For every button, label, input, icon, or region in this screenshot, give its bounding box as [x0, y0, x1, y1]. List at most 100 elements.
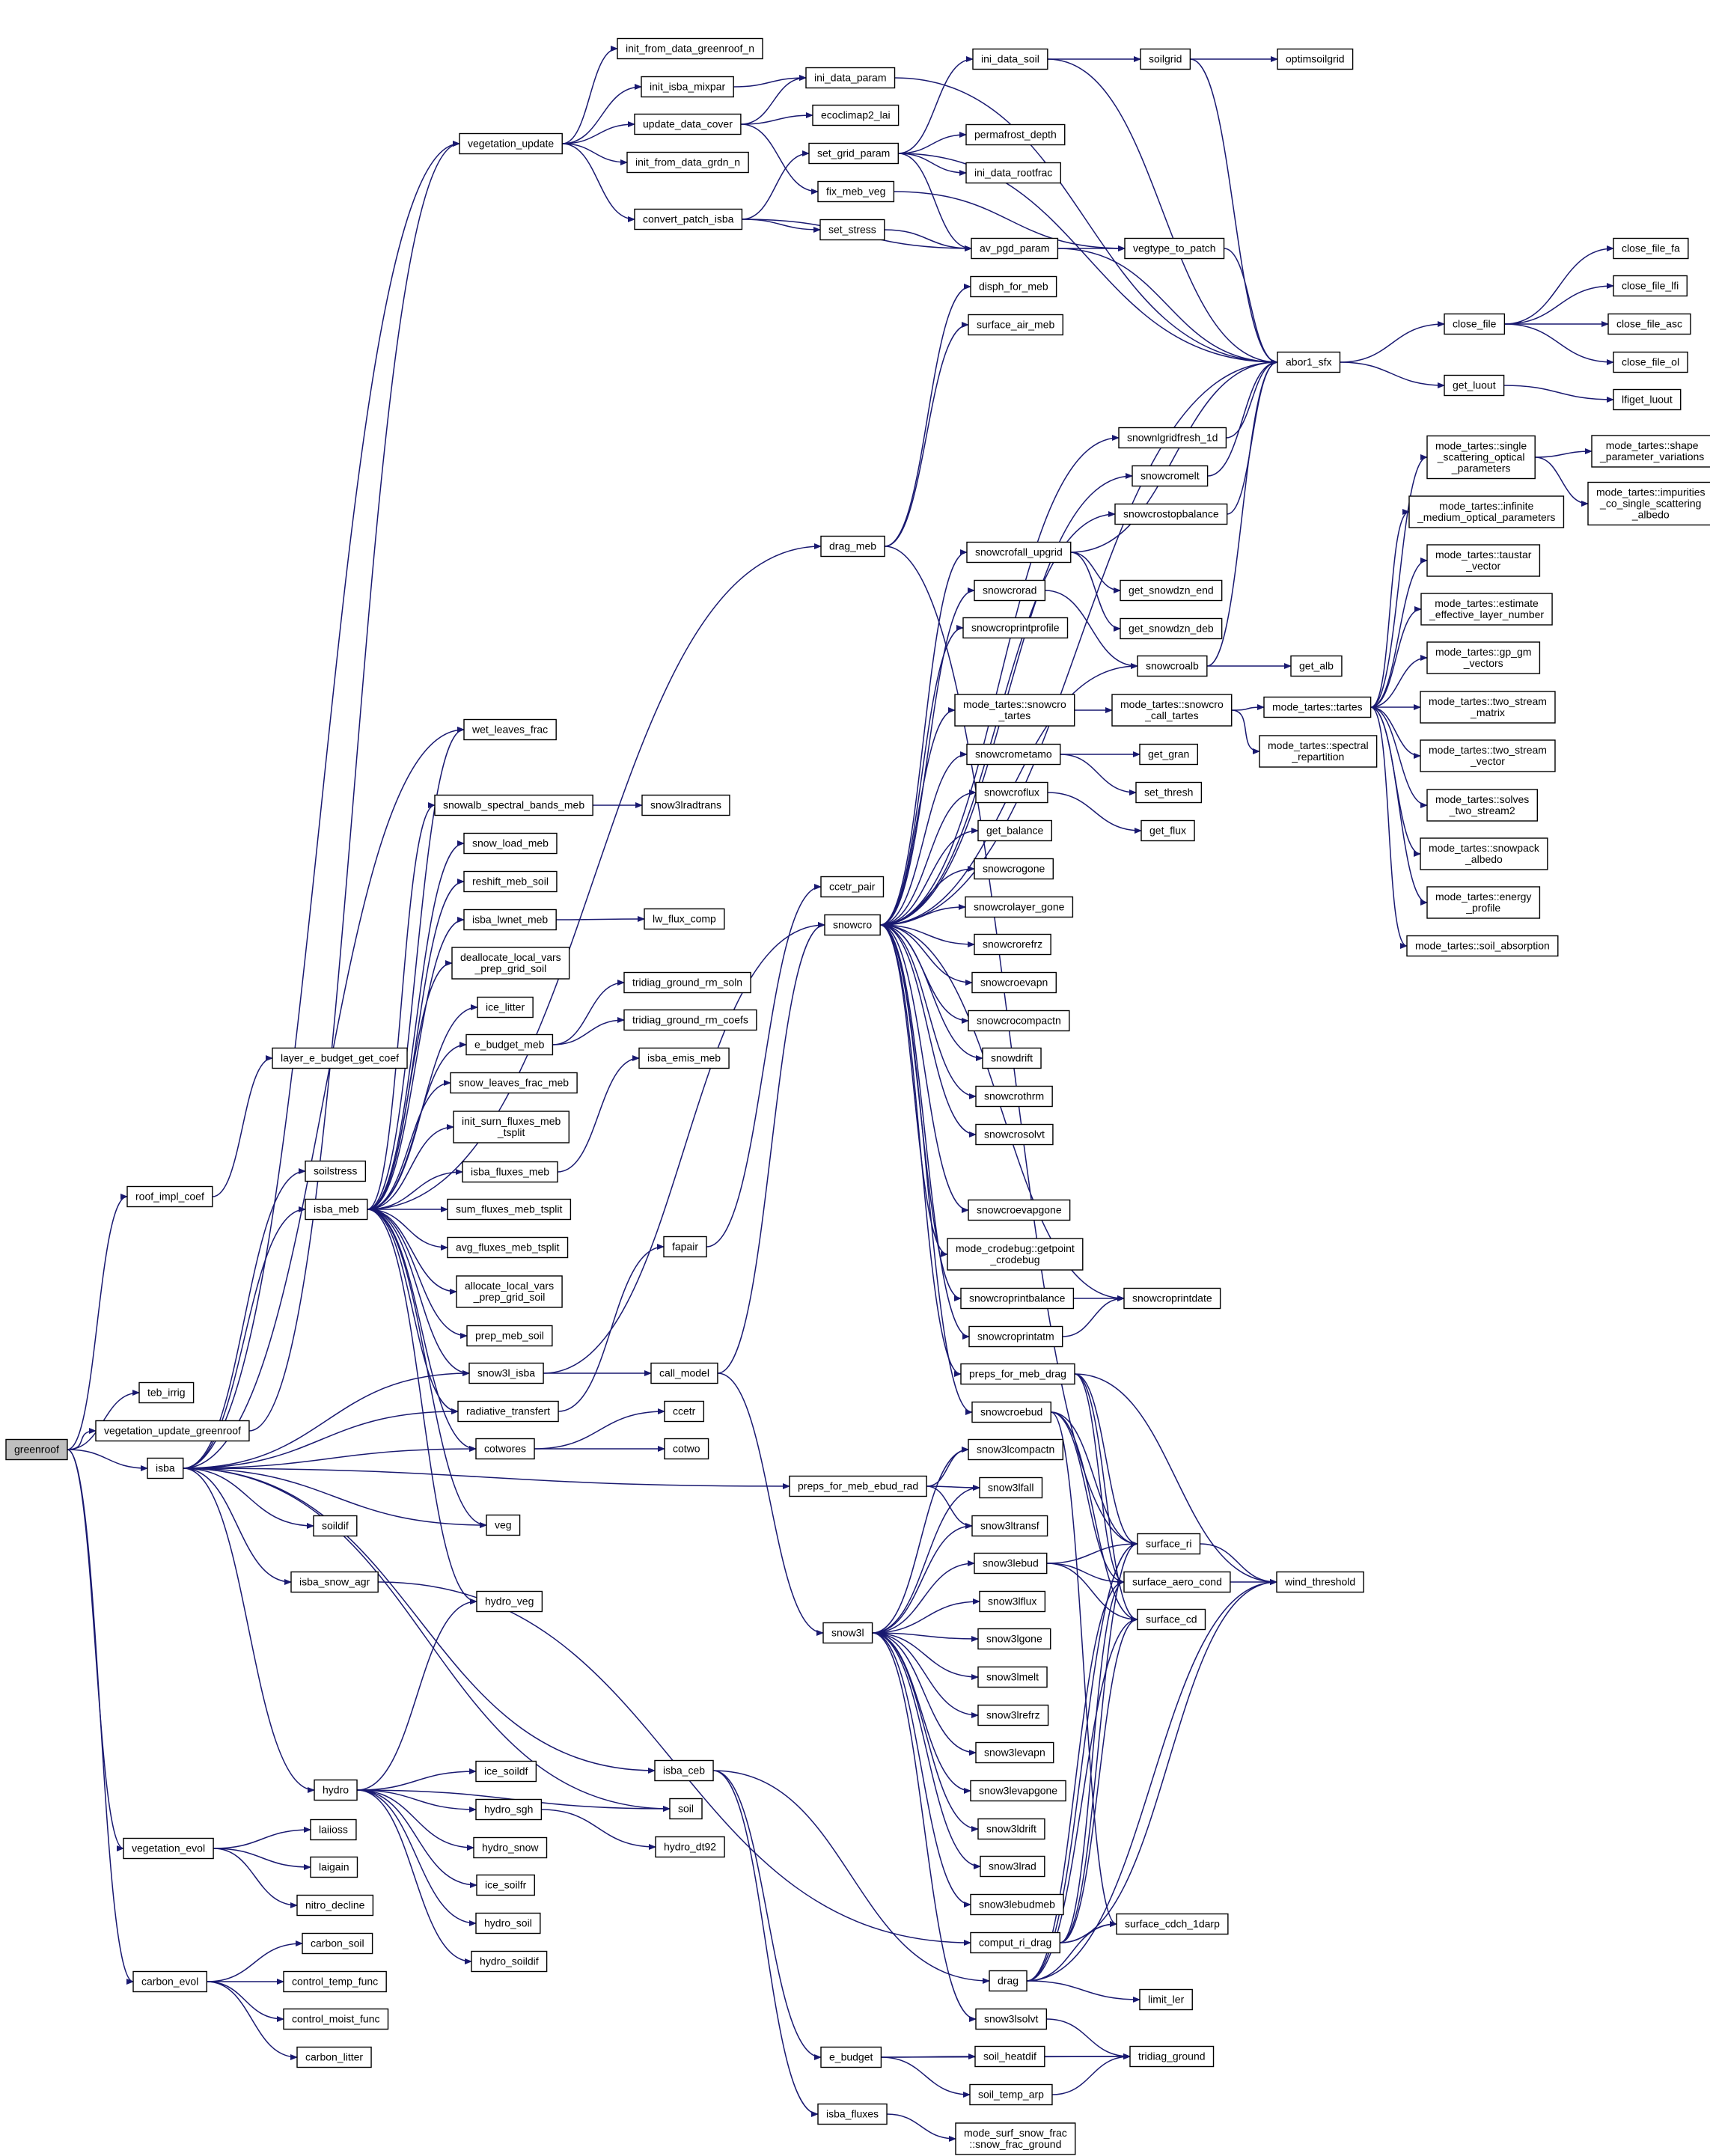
- node-snowcrolayer-gone[interactable]: snowcrolayer_gone: [965, 896, 1074, 918]
- node-set-stress[interactable]: set_stress: [819, 219, 885, 241]
- node-soil[interactable]: soil: [669, 1798, 703, 1820]
- node-e-budget-meb[interactable]: e_budget_meb: [465, 1033, 554, 1056]
- node-layer-e-budget-get-coef[interactable]: layer_e_budget_get_coef: [272, 1047, 408, 1069]
- node-tridiag-ground-rm-soln[interactable]: tridiag_ground_rm_soln: [623, 971, 751, 994]
- node-surface-air-meb[interactable]: surface_air_meb: [968, 314, 1063, 336]
- node-snow3lradtrans[interactable]: snow3lradtrans: [641, 794, 730, 816]
- node-hydro-dt92[interactable]: hydro_dt92: [655, 1836, 725, 1858]
- node-get-snowdzn-end[interactable]: get_snowdzn_end: [1120, 579, 1223, 602]
- node-roof-impl-coef[interactable]: roof_impl_coef: [126, 1185, 213, 1208]
- node-isba-meb[interactable]: isba_meb: [305, 1198, 368, 1221]
- node-e-budget[interactable]: e_budget: [820, 2046, 882, 2068]
- node-greenroof[interactable]: greenroof: [5, 1438, 68, 1461]
- node-call-model[interactable]: call_model: [650, 1362, 718, 1384]
- node-surface-cdch-1darp[interactable]: surface_cdch_1darp: [1116, 1913, 1229, 1935]
- node-close-file-asc[interactable]: close_file_asc: [1607, 313, 1691, 335]
- node-drag[interactable]: drag: [989, 1970, 1027, 1992]
- node-init-isba-mixpar[interactable]: init_isba_mixpar: [641, 76, 734, 98]
- node-vegtype-to-patch[interactable]: vegtype_to_patch: [1124, 237, 1225, 260]
- node-get-luout[interactable]: get_luout: [1444, 374, 1505, 397]
- node-init-from-data-greenroof-n[interactable]: init_from_data_greenroof_n: [617, 37, 763, 60]
- node-snowcroprintprofile[interactable]: snowcroprintprofile: [962, 617, 1069, 639]
- node-snow3lebud[interactable]: snow3lebud: [974, 1552, 1048, 1575]
- node-surface-ri[interactable]: surface_ri: [1137, 1533, 1201, 1555]
- node-mt-two-stream-vector[interactable]: mode_tartes::two_stream_vector: [1420, 739, 1556, 772]
- node-vegetation-evol[interactable]: vegetation_evol: [123, 1837, 214, 1860]
- node-limit-ler[interactable]: limit_ler: [1139, 1988, 1193, 2011]
- node-radiative-transfert[interactable]: radiative_transfert: [457, 1400, 559, 1423]
- node-mt-taustar-vector[interactable]: mode_tartes::taustar_vector: [1426, 544, 1541, 577]
- node-lw-flux-comp[interactable]: lw_flux_comp: [644, 908, 725, 930]
- node-ccetr-pair[interactable]: ccetr_pair: [820, 876, 885, 898]
- node-wet-leaves-frac[interactable]: wet_leaves_frac: [463, 718, 557, 741]
- node-isba-ceb[interactable]: isba_ceb: [654, 1759, 714, 1782]
- node-snowcroflux[interactable]: snowcroflux: [975, 781, 1048, 804]
- node-hydro-soildif[interactable]: hydro_soildif: [471, 1950, 548, 1973]
- node-mt-single-scattering[interactable]: mode_tartes::single_scattering_optical_p…: [1426, 435, 1536, 480]
- node-get-flux[interactable]: get_flux: [1140, 819, 1195, 842]
- node-snowcroprintatm[interactable]: snowcroprintatm: [968, 1325, 1063, 1348]
- node-get-balance[interactable]: get_balance: [977, 819, 1052, 842]
- node-snow3ldrift[interactable]: snow3ldrift: [977, 1818, 1045, 1840]
- node-mcd-getpoint[interactable]: mode_crodebug::getpoint_crodebug: [947, 1238, 1084, 1271]
- node-snowdrift[interactable]: snowdrift: [982, 1047, 1042, 1069]
- node-isba-snow-agr[interactable]: isba_snow_agr: [290, 1571, 379, 1593]
- node-snow3ltransf[interactable]: snow3ltransf: [971, 1515, 1048, 1537]
- node-nitro-decline[interactable]: nitro_decline: [296, 1894, 374, 1917]
- node-snow3lfall[interactable]: snow3lfall: [979, 1476, 1043, 1499]
- node-snow3lcompactn[interactable]: snow3lcompactn: [968, 1438, 1063, 1461]
- node-mt-infinite-medium[interactable]: mode_tartes::infinite_medium_optical_par…: [1408, 495, 1565, 528]
- node-sum-fluxes-meb-tsplit[interactable]: sum_fluxes_meb_tsplit: [447, 1198, 572, 1221]
- node-mt-snowcro-tartes[interactable]: mode_tartes::snowcro_tartes: [954, 694, 1075, 727]
- node-snowcrofall-upgrid[interactable]: snowcrofall_upgrid: [966, 541, 1072, 564]
- node-carbon-soil[interactable]: carbon_soil: [302, 1932, 373, 1955]
- node-hydro-veg[interactable]: hydro_veg: [476, 1590, 543, 1613]
- node-set-grid-param[interactable]: set_grid_param: [808, 142, 899, 165]
- node-mt-two-stream-matrix[interactable]: mode_tartes::two_stream_matrix: [1420, 691, 1556, 724]
- node-ice-soilfr[interactable]: ice_soilfr: [476, 1874, 535, 1896]
- node-isba-fluxes-meb[interactable]: isba_fluxes_meb: [462, 1161, 558, 1183]
- node-get-alb[interactable]: get_alb: [1290, 655, 1343, 677]
- node-hydro[interactable]: hydro: [314, 1779, 358, 1801]
- node-set-thresh[interactable]: set_thresh: [1135, 781, 1203, 804]
- node-mt-solves-two-stream2[interactable]: mode_tartes::solves_two_stream2: [1426, 789, 1538, 822]
- node-ice-soildf[interactable]: ice_soildf: [475, 1760, 537, 1783]
- node-mt-estimate-eln[interactable]: mode_tartes::estimate_effective_layer_nu…: [1420, 593, 1553, 626]
- node-snow3lgone[interactable]: snow3lgone: [977, 1628, 1051, 1650]
- node-laiioss[interactable]: laiioss: [310, 1818, 357, 1841]
- node-veg[interactable]: veg: [486, 1514, 521, 1536]
- node-mt-gp-gm-vectors[interactable]: mode_tartes::gp_gm_vectors: [1426, 641, 1541, 674]
- node-mt-snowcro-call-tartes[interactable]: mode_tartes::snowcro_call_tartes: [1111, 694, 1233, 727]
- node-isba-emis-meb[interactable]: isba_emis_meb: [638, 1047, 730, 1069]
- node-optimsoilgrid[interactable]: optimsoilgrid: [1277, 48, 1354, 70]
- node-lfiget-luout[interactable]: lfiget_luout: [1613, 388, 1682, 411]
- node-drag-meb[interactable]: drag_meb: [820, 535, 885, 558]
- node-mt-impurities-co-ssa[interactable]: mode_tartes::impurities_co_single_scatte…: [1587, 481, 1710, 526]
- node-snow3levapn[interactable]: snow3levapn: [975, 1741, 1054, 1764]
- node-snowcrostopbalance[interactable]: snowcrostopbalance: [1114, 503, 1228, 525]
- node-ice-litter[interactable]: ice_litter: [477, 996, 534, 1019]
- node-soil-heatdif[interactable]: soil_heatdif: [974, 2045, 1045, 2068]
- node-ini-data-soil[interactable]: ini_data_soil: [972, 48, 1048, 70]
- node-soilgrid[interactable]: soilgrid: [1140, 48, 1191, 70]
- node-mt-shape-param-var[interactable]: mode_tartes::shape_parameter_variations: [1591, 435, 1710, 468]
- node-mt-energy-profile[interactable]: mode_tartes::energy_profile: [1426, 886, 1541, 919]
- node-snowcroalb[interactable]: snowcroalb: [1137, 655, 1208, 677]
- node-abor1-sfx[interactable]: abor1_sfx: [1277, 351, 1341, 373]
- node-snow3levapgone[interactable]: snow3levapgone: [970, 1780, 1066, 1802]
- node-cotwores[interactable]: cotwores: [475, 1438, 535, 1460]
- node-snowcroebud[interactable]: snowcroebud: [971, 1401, 1051, 1423]
- node-snow3lrad[interactable]: snow3lrad: [980, 1855, 1045, 1878]
- node-vegetation-update-greenroof[interactable]: vegetation_update_greenroof: [95, 1420, 250, 1442]
- node-mt-spectral-repartition[interactable]: mode_tartes::spectral_repartition: [1259, 735, 1378, 768]
- node-avg-fluxes-meb-tsplit[interactable]: avg_fluxes_meb_tsplit: [447, 1236, 569, 1259]
- node-isba[interactable]: isba: [147, 1457, 184, 1479]
- node-teb-irrig[interactable]: teb_irrig: [138, 1381, 195, 1404]
- node-snowcroevapgone[interactable]: snowcroevapgone: [968, 1199, 1071, 1221]
- node-snow3lmelt[interactable]: snow3lmelt: [977, 1666, 1048, 1688]
- node-isba-fluxes[interactable]: isba_fluxes: [817, 2103, 888, 2125]
- node-control-moist-func[interactable]: control_moist_func: [283, 2008, 389, 2030]
- node-snow3l-isba[interactable]: snow3l_isba: [468, 1362, 544, 1384]
- node-close-file-fa[interactable]: close_file_fa: [1613, 237, 1689, 260]
- node-snowalb-spectral-bands-meb[interactable]: snowalb_spectral_bands_meb: [434, 794, 593, 816]
